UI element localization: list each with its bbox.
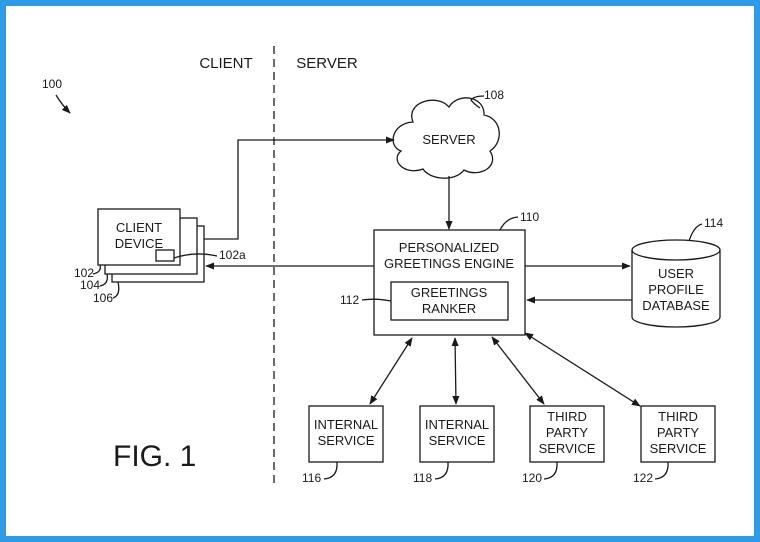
client-module-ref: 102a: [219, 248, 246, 262]
cloud-server-label: SERVER: [422, 132, 475, 147]
system-diagram: 100 CLIENT SERVER SERVER 108 CLIENT DEVI…: [6, 6, 754, 536]
server-region-label: SERVER: [296, 55, 358, 72]
service-120-line2: PARTY: [546, 425, 588, 440]
ranker-label-line1: GREETINGS: [411, 285, 488, 300]
engine-label-line2: GREETINGS ENGINE: [384, 256, 514, 271]
database-leader: [689, 224, 702, 241]
client-device-leader-middle: [100, 274, 107, 286]
client-device-leader-back: [113, 282, 119, 298]
service-120-line3: SERVICE: [539, 441, 596, 456]
service-122-line3: SERVICE: [650, 441, 707, 456]
service-118-ref: 118: [413, 471, 432, 485]
service-116-ref: 116: [302, 471, 321, 485]
service-116-line1: INTERNAL: [314, 417, 378, 432]
client-device-label-line1: CLIENT: [116, 220, 162, 235]
client-device-module-102a: [156, 250, 174, 261]
service-122-leader: [655, 462, 668, 479]
figure-ref-arrow: [56, 95, 70, 113]
cloud-server-ref: 108: [484, 88, 504, 102]
figure-label: FIG. 1: [113, 440, 196, 473]
service-120-leader: [544, 462, 557, 479]
engine-ref: 110: [520, 210, 539, 224]
engine-leader: [500, 217, 518, 230]
engine-service-120-arrow: [492, 337, 544, 404]
service-122-ref: 122: [633, 471, 653, 485]
engine-label-line1: PERSONALIZED: [399, 240, 499, 255]
service-118-leader: [435, 462, 448, 479]
client-device-label-line2: DEVICE: [115, 236, 164, 251]
service-116-line2: SERVICE: [318, 433, 375, 448]
database-label-line1: USER: [658, 266, 694, 281]
database-ref: 114: [704, 216, 723, 230]
patent-figure-frame: 100 CLIENT SERVER SERVER 108 CLIENT DEVI…: [6, 6, 754, 536]
client-device-ref-back: 106: [93, 291, 113, 305]
engine-service-116-arrow: [370, 338, 412, 404]
engine-service-118-arrow: [455, 338, 456, 404]
service-120-line1: THIRD: [547, 409, 587, 424]
service-122-line1: THIRD: [658, 409, 698, 424]
client-to-cloud-arrow: [204, 140, 394, 239]
service-120-ref: 120: [522, 471, 542, 485]
service-118-line1: INTERNAL: [425, 417, 489, 432]
service-118-line2: SERVICE: [429, 433, 486, 448]
service-122-line2: PARTY: [657, 425, 699, 440]
ranker-ref: 112: [340, 293, 359, 307]
database-label-line2: PROFILE: [648, 282, 704, 297]
ranker-label-line2: RANKER: [422, 301, 476, 316]
service-116-leader: [324, 462, 337, 479]
figure-ref-label: 100: [42, 77, 62, 91]
client-device-leader-front: [93, 265, 100, 274]
client-region-label: CLIENT: [199, 55, 252, 72]
engine-service-122-arrow: [525, 333, 640, 406]
database-label-line3: DATABASE: [642, 298, 710, 313]
client-device-ref-middle: 104: [80, 278, 100, 292]
